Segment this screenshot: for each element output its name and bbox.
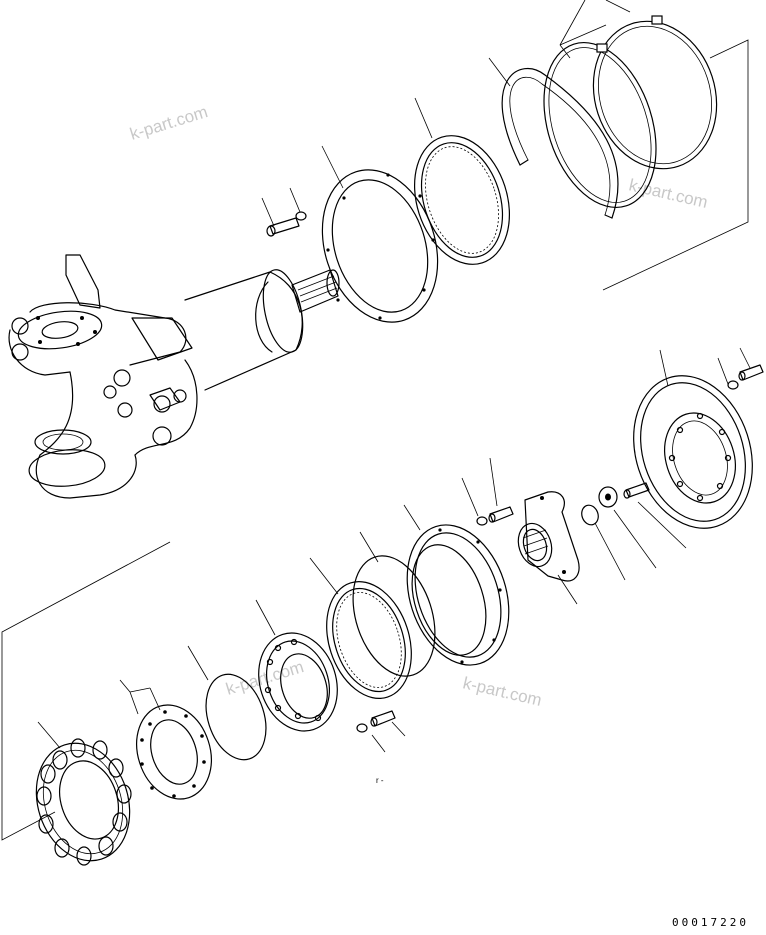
bearing-retainer [258,632,338,732]
watermark-center: k-part.com [224,657,306,699]
o-ring-lower [352,555,436,677]
housing-cover-lower [406,524,510,666]
flange-yoke [517,491,580,582]
roller-bearing [35,738,132,866]
watermark-top-left: k-part.com [128,102,210,144]
bolt-and-washer-lower [356,710,396,733]
o-ring-small [205,673,267,761]
seal-ring-middle [543,41,657,209]
seal-ring-large [592,15,718,170]
stray-mark: r - [376,776,384,785]
watermark-top-right: k-part.com [627,175,710,212]
bolt-and-washer-top [266,211,307,237]
shim-plate [136,704,212,800]
friction-ring [413,135,511,265]
friction-ring-lower [326,581,412,699]
upper-group-bracket [602,39,749,291]
bolt-and-washer-flange [476,506,514,526]
brake-disc [633,375,753,529]
split-ring [501,67,619,219]
leader-lines [37,0,751,753]
lower-group-bracket [1,541,171,841]
cover-plate [321,169,439,323]
axle-housing [8,254,340,499]
bolt-and-washer-hub [581,482,650,526]
drawing-number: 00017220 [672,916,749,929]
watermark-bottom-center: k-part.com [461,673,544,710]
bolt-and-washer-disc [727,364,764,390]
